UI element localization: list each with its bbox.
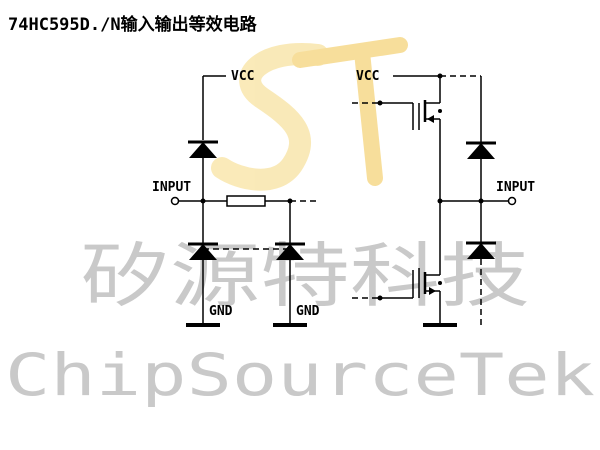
left-junction-dot [200, 198, 206, 204]
right-lower-diode [466, 241, 496, 259]
left-lower-diode-2 [275, 242, 305, 260]
watermark-chinese: 矽源特科技 [80, 235, 530, 317]
left-lower-diode-1 [188, 242, 218, 260]
left-circuit [170, 75, 318, 327]
right-nmos-transistor [418, 268, 442, 298]
watermark-english: ChipSourceTek [5, 341, 595, 409]
left-input-terminal [170, 196, 180, 206]
left-upper-diode [188, 140, 218, 158]
watermark-logo [211, 37, 408, 191]
left-input-label: INPUT [152, 180, 191, 195]
left-gnd-label-1: GND [209, 304, 233, 319]
right-input-label: INPUT [496, 180, 535, 195]
left-gnd-label-2: GND [296, 304, 320, 319]
right-vcc-label: VCC [356, 69, 379, 84]
diagram-title: 74HC595D./N输入输出等效电路 [8, 15, 257, 35]
right-upper-diode [466, 141, 496, 159]
right-input-terminal [507, 196, 517, 206]
left-resistor [226, 195, 266, 207]
left-vcc-label: VCC [231, 69, 254, 84]
right-circuit [352, 73, 517, 327]
right-pmos-transistor [418, 100, 442, 130]
